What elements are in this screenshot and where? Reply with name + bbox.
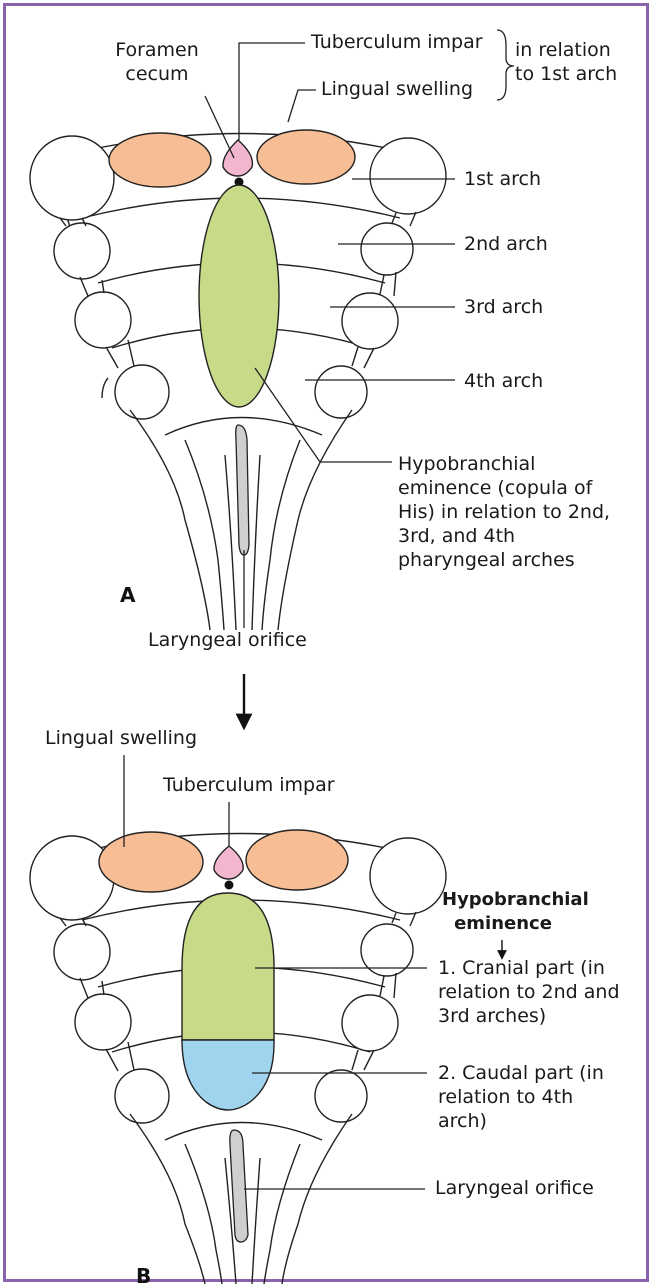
right-bulb-1 <box>370 138 446 214</box>
panel-letter-b: B <box>136 1264 151 1288</box>
panel-b-drawing <box>30 755 502 1284</box>
foramen-cecum-dot-b <box>225 881 234 890</box>
left-bulb-3-b <box>75 994 131 1050</box>
leader-tuberculum-impar <box>239 43 305 140</box>
left-bulb-4 <box>115 365 169 419</box>
neck-left-outer <box>130 410 210 630</box>
neck-right-inner-b <box>264 1144 300 1284</box>
label-lingual-swelling-a: Lingual swelling <box>321 77 473 101</box>
right-connector-2-b <box>380 973 396 998</box>
right-bulb-4 <box>315 366 367 418</box>
label-laryngeal-orifice-b: Laryngeal orifice <box>435 1176 594 1200</box>
leader-lingual-swelling <box>288 90 316 122</box>
tuberculum-impar-b <box>214 846 243 879</box>
hypobranchial-cranial-part <box>182 893 274 1040</box>
label-tuberculum-impar-a: Tuberculum impar <box>311 30 483 54</box>
label-laryngeal-orifice-a: Laryngeal orifice <box>148 628 307 652</box>
brace-a <box>497 30 514 100</box>
lingual-swelling-right-b <box>246 830 348 890</box>
hypobranchial-caudal-part <box>182 1040 274 1110</box>
label-hypobranchial-heading: Hypobranchial eminence <box>442 888 564 936</box>
laryngeal-orifice-a <box>236 425 249 555</box>
neck-left-inner <box>185 440 224 630</box>
tuberculum-impar-a <box>223 140 253 176</box>
label-lingual-swelling-b: Lingual swelling <box>45 726 197 750</box>
label-arch1: 1st arch <box>464 167 541 191</box>
neck-right-outer <box>278 410 352 630</box>
label-caudal-part: 2. Caudal part (in relation to 4th arch) <box>438 1061 618 1133</box>
arch4-bottom-line-b <box>165 1123 322 1141</box>
label-tuberculum-impar-b: Tuberculum impar <box>163 773 335 797</box>
lingual-swelling-left-a <box>109 133 211 187</box>
right-connector-3 <box>352 347 374 368</box>
right-bulb-3-b <box>342 995 398 1051</box>
left-bulb-4-b <box>115 1069 169 1123</box>
panel-a-drawing <box>30 30 514 722</box>
panel-letter-a: A <box>120 583 135 607</box>
label-arch4: 4th arch <box>464 369 543 393</box>
label-hypobranchial-a: Hypobranchial eminence (copula of His) i… <box>398 452 613 572</box>
lingual-swelling-right-a <box>257 130 355 184</box>
left-bulb-1-b <box>30 836 114 920</box>
label-arch2: 2nd arch <box>464 232 548 256</box>
lingual-swelling-left-b <box>99 832 203 892</box>
right-bulb-3 <box>342 293 398 349</box>
label-brace-note: in relation to 1st arch <box>515 38 635 86</box>
right-bulb-2 <box>361 223 413 275</box>
left-bulb-3 <box>75 292 131 348</box>
left-bulb-2-b <box>54 924 110 980</box>
label-cranial-part: 1. Cranial part (in relation to 2nd and … <box>438 956 643 1028</box>
laryngeal-orifice-b <box>230 1130 248 1242</box>
neck-right-outer-b <box>282 1114 352 1284</box>
label-arch3: 3rd arch <box>464 295 543 319</box>
right-connector-3-b <box>352 1050 374 1070</box>
right-bulb-4-b <box>315 1070 367 1122</box>
hypobranchial-eminence-a <box>199 185 279 407</box>
leader-foramen-cecum <box>205 96 234 158</box>
left-bulb-2 <box>54 223 110 279</box>
neck-left-inner-b <box>185 1144 222 1284</box>
left-bulb-1 <box>30 136 114 220</box>
right-bulb-1-b <box>370 838 446 914</box>
label-foramen-cecum: Foramen cecum <box>112 38 202 86</box>
